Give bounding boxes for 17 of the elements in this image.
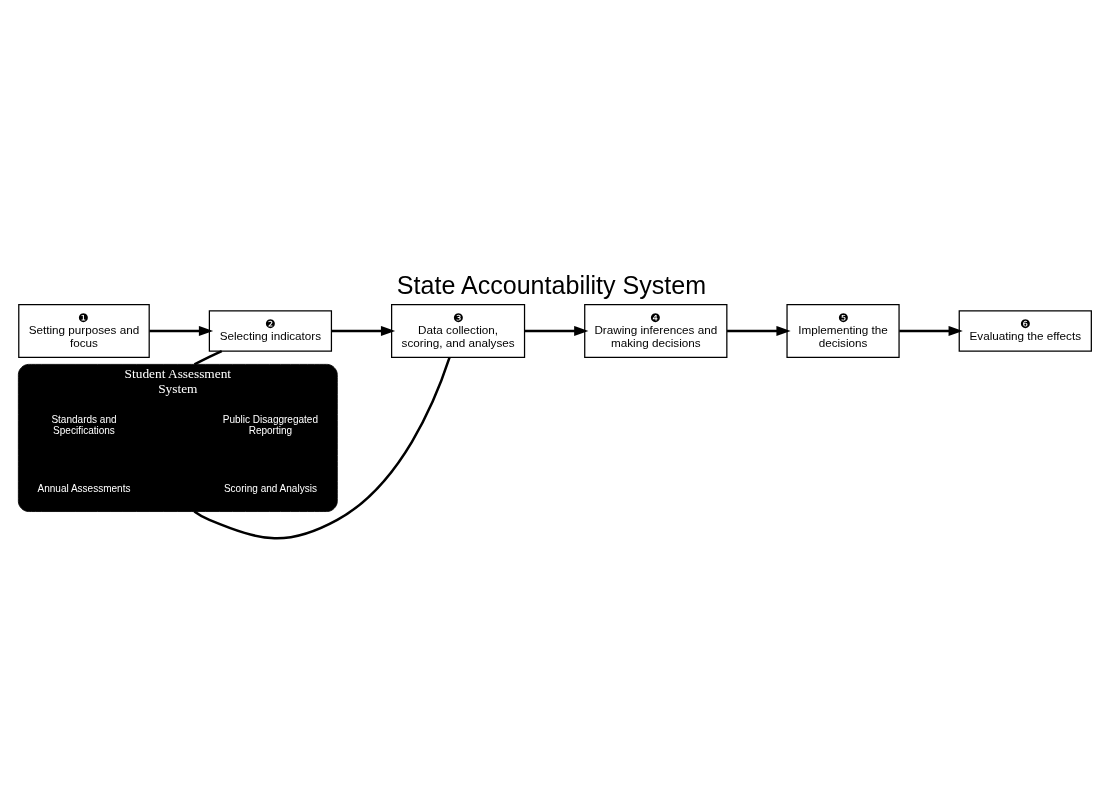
node-box: ❻ Evaluating the effects [958, 310, 1092, 352]
node-box: ❹ Drawing inferences and making decisions [584, 304, 728, 358]
node-text: Scoring and Analysis [223, 483, 317, 495]
arrow [727, 325, 791, 336]
node-text: Public Disaggregated Reporting [222, 414, 319, 437]
connector [193, 357, 451, 540]
arrow [331, 325, 396, 336]
node-box: ❸ Data collection, scoring, and analyses [391, 304, 526, 358]
node-box: ❷ Selecting indicators [208, 310, 333, 352]
node-box: ❺ Implementing the decisions [786, 304, 900, 358]
node-text: Annual Assessments [37, 483, 131, 495]
arrow [149, 325, 214, 336]
arrow [899, 325, 963, 336]
node-box: ❶ Setting purposes and focus [18, 304, 150, 358]
node-text: Standards and Specifications [51, 414, 117, 437]
diagram-title: State Accountability System [396, 270, 707, 299]
arrow [524, 325, 589, 336]
